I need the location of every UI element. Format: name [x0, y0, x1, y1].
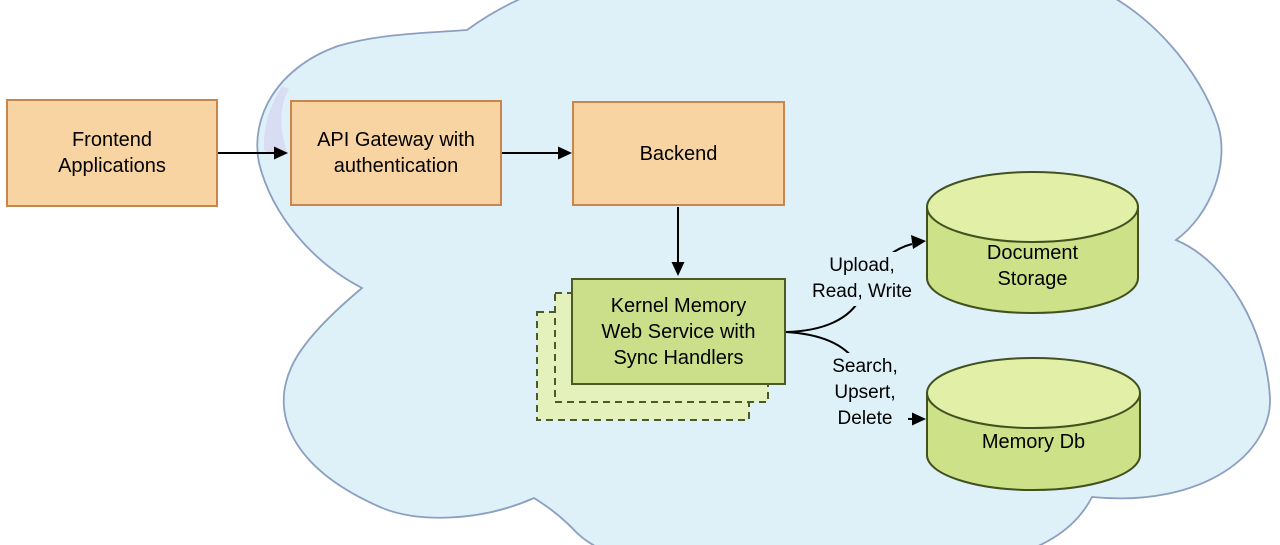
- frontend-node: Frontend Applications: [6, 99, 218, 207]
- backend-node-label: Backend: [639, 142, 718, 165]
- backend-node: Backend: [572, 101, 785, 206]
- api-gateway-node-label: API Gateway with authentication: [317, 129, 475, 177]
- kernel-memory-node: Kernel Memory Web Service with Sync Hand…: [571, 278, 786, 385]
- document-storage-label: Document Storage: [986, 242, 1079, 291]
- api-gateway-node: API Gateway with authentication: [290, 100, 502, 206]
- kernel-memory-node-label: Kernel Memory Web Service with Sync Hand…: [601, 294, 756, 369]
- gateway-to-backend-arrow: [502, 146, 572, 160]
- frontend-to-gateway-arrow: [218, 146, 288, 160]
- backend-to-kernel-arrow: [671, 207, 685, 276]
- lavender-accent-shape: [263, 86, 289, 156]
- memory-db-cylinder: [926, 357, 1141, 491]
- document-storage-cylinder: [926, 171, 1139, 314]
- memory-ops-label: Search, Upsert, Delete: [822, 353, 908, 433]
- memory-db-label: Memory Db: [981, 431, 1086, 453]
- document-ops-label: Upload, Read, Write: [803, 252, 921, 306]
- frontend-node-label: Frontend Applications: [58, 129, 166, 177]
